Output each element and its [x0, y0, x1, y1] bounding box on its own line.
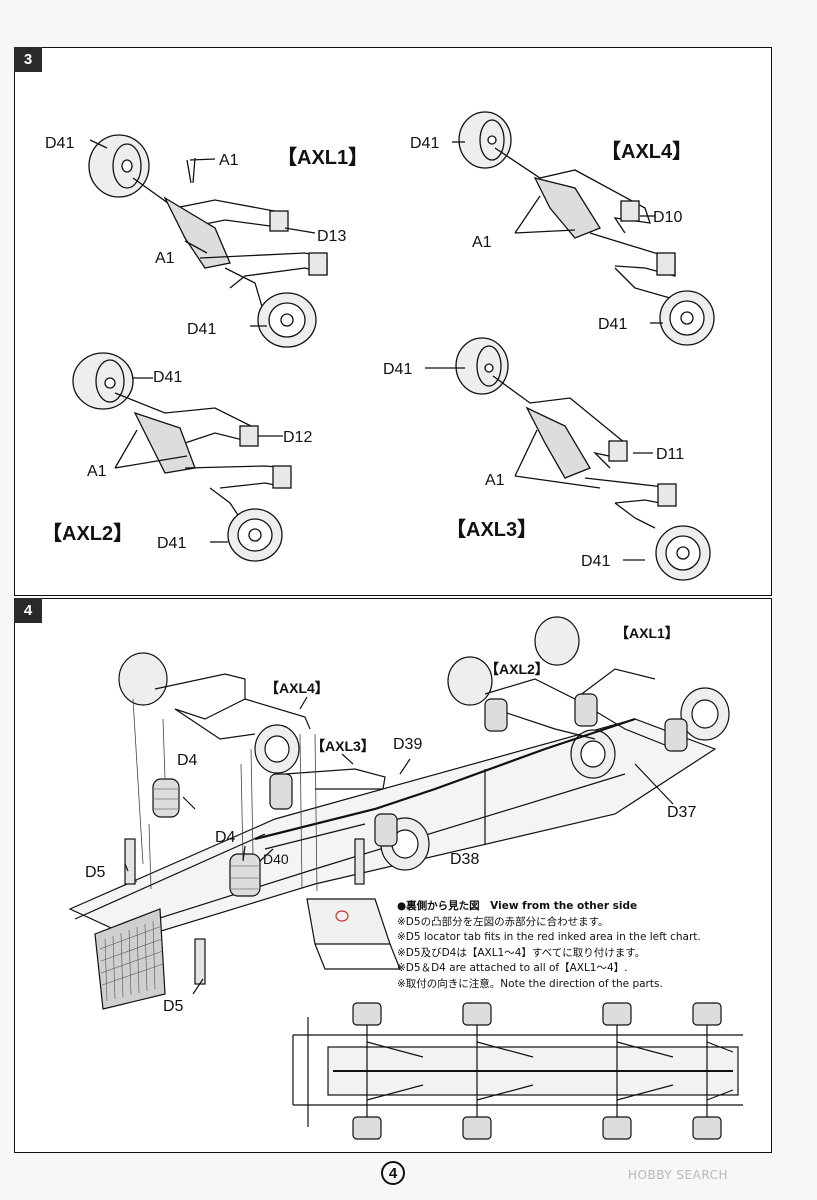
axl1-assembly [88, 134, 328, 348]
axl2-d12: D12 [283, 429, 312, 446]
axl3-title: 【AXL3】 [446, 518, 537, 541]
step-4-diagram: 【AXL1】 【AXL2】 【AXL4】 【AXL3】 D39 D37 D38 … [68, 616, 743, 1140]
note-line-4: ※D5及びD4は【AXL1〜4】すべてに取り付けます。 [397, 946, 646, 959]
axl3-a1: A1 [485, 472, 505, 489]
axl4-d10: D10 [653, 209, 682, 226]
axl1-d41-top: D41 [45, 135, 74, 152]
axl4-d41-top: D41 [410, 135, 439, 152]
axl4-label: 【AXL4】 [265, 680, 329, 696]
page-number: 4 [381, 1161, 405, 1185]
axl2-a1: A1 [87, 463, 107, 480]
d5-top-label: D5 [85, 864, 106, 881]
d40-label: D40 [263, 851, 289, 867]
axl2-d41-top: D41 [153, 369, 182, 386]
axl3-d41-top: D41 [383, 361, 412, 378]
d4-mid-label: D4 [215, 829, 236, 846]
axl2-d41-bottom: D41 [157, 535, 186, 552]
axl1-label: 【AXL1】 [615, 625, 679, 641]
step-3-diagram: 【AXL1】 D41 A1 D13 A1 D41 【AXL4】 D41 D10 … [42, 111, 715, 581]
note-line-3: ※D5 locator tab fits in the red inked ar… [397, 931, 701, 943]
axl2-assembly [72, 352, 292, 562]
axl2-label: 【AXL2】 [485, 661, 549, 677]
d5-bottom-label: D5 [163, 998, 184, 1015]
d39-label: D39 [393, 736, 422, 753]
note-line-6: ※取付の向きに注意。Note the direction of the part… [397, 977, 663, 990]
watermark: HOBBY SEARCH [628, 1168, 728, 1182]
axl3-assembly [425, 337, 711, 581]
axl3-d11: D11 [656, 446, 684, 463]
note-line-2: ※D5の凸部分を左図の赤部分に合わせます。 [397, 915, 609, 928]
axl3-label: 【AXL3】 [311, 738, 375, 754]
axl4-assembly [452, 111, 715, 346]
axl1-d41-bottom: D41 [187, 321, 216, 338]
axl4-d41-bottom: D41 [598, 316, 627, 333]
axl1-d13: D13 [317, 228, 346, 245]
step-4-panel: 4 [14, 598, 772, 1153]
axl1-a1-mid: A1 [155, 250, 175, 267]
d4-top-label: D4 [177, 752, 198, 769]
step-3-panel: 3 [14, 47, 772, 596]
axl3-d41-bottom: D41 [581, 553, 610, 570]
step-3-number: 3 [14, 47, 42, 72]
axl4-title: 【AXL4】 [601, 140, 692, 163]
axl1-title: 【AXL1】 [277, 146, 368, 169]
axl4-a1: A1 [472, 234, 492, 251]
note-line-5: ※D5＆D4 are attached to all of【AXL1〜4】. [397, 962, 628, 974]
axl1-a1-top: A1 [219, 152, 239, 169]
axl2-title: 【AXL2】 [42, 522, 133, 545]
d37-label: D37 [667, 804, 696, 821]
note-line-1: ●裏側から見た図 View from the other side [397, 900, 638, 912]
assembly-notes: ●裏側から見た図 View from the other side ※D5の凸部… [397, 899, 727, 992]
d38-label: D38 [450, 851, 479, 868]
step-4-number: 4 [14, 598, 42, 623]
